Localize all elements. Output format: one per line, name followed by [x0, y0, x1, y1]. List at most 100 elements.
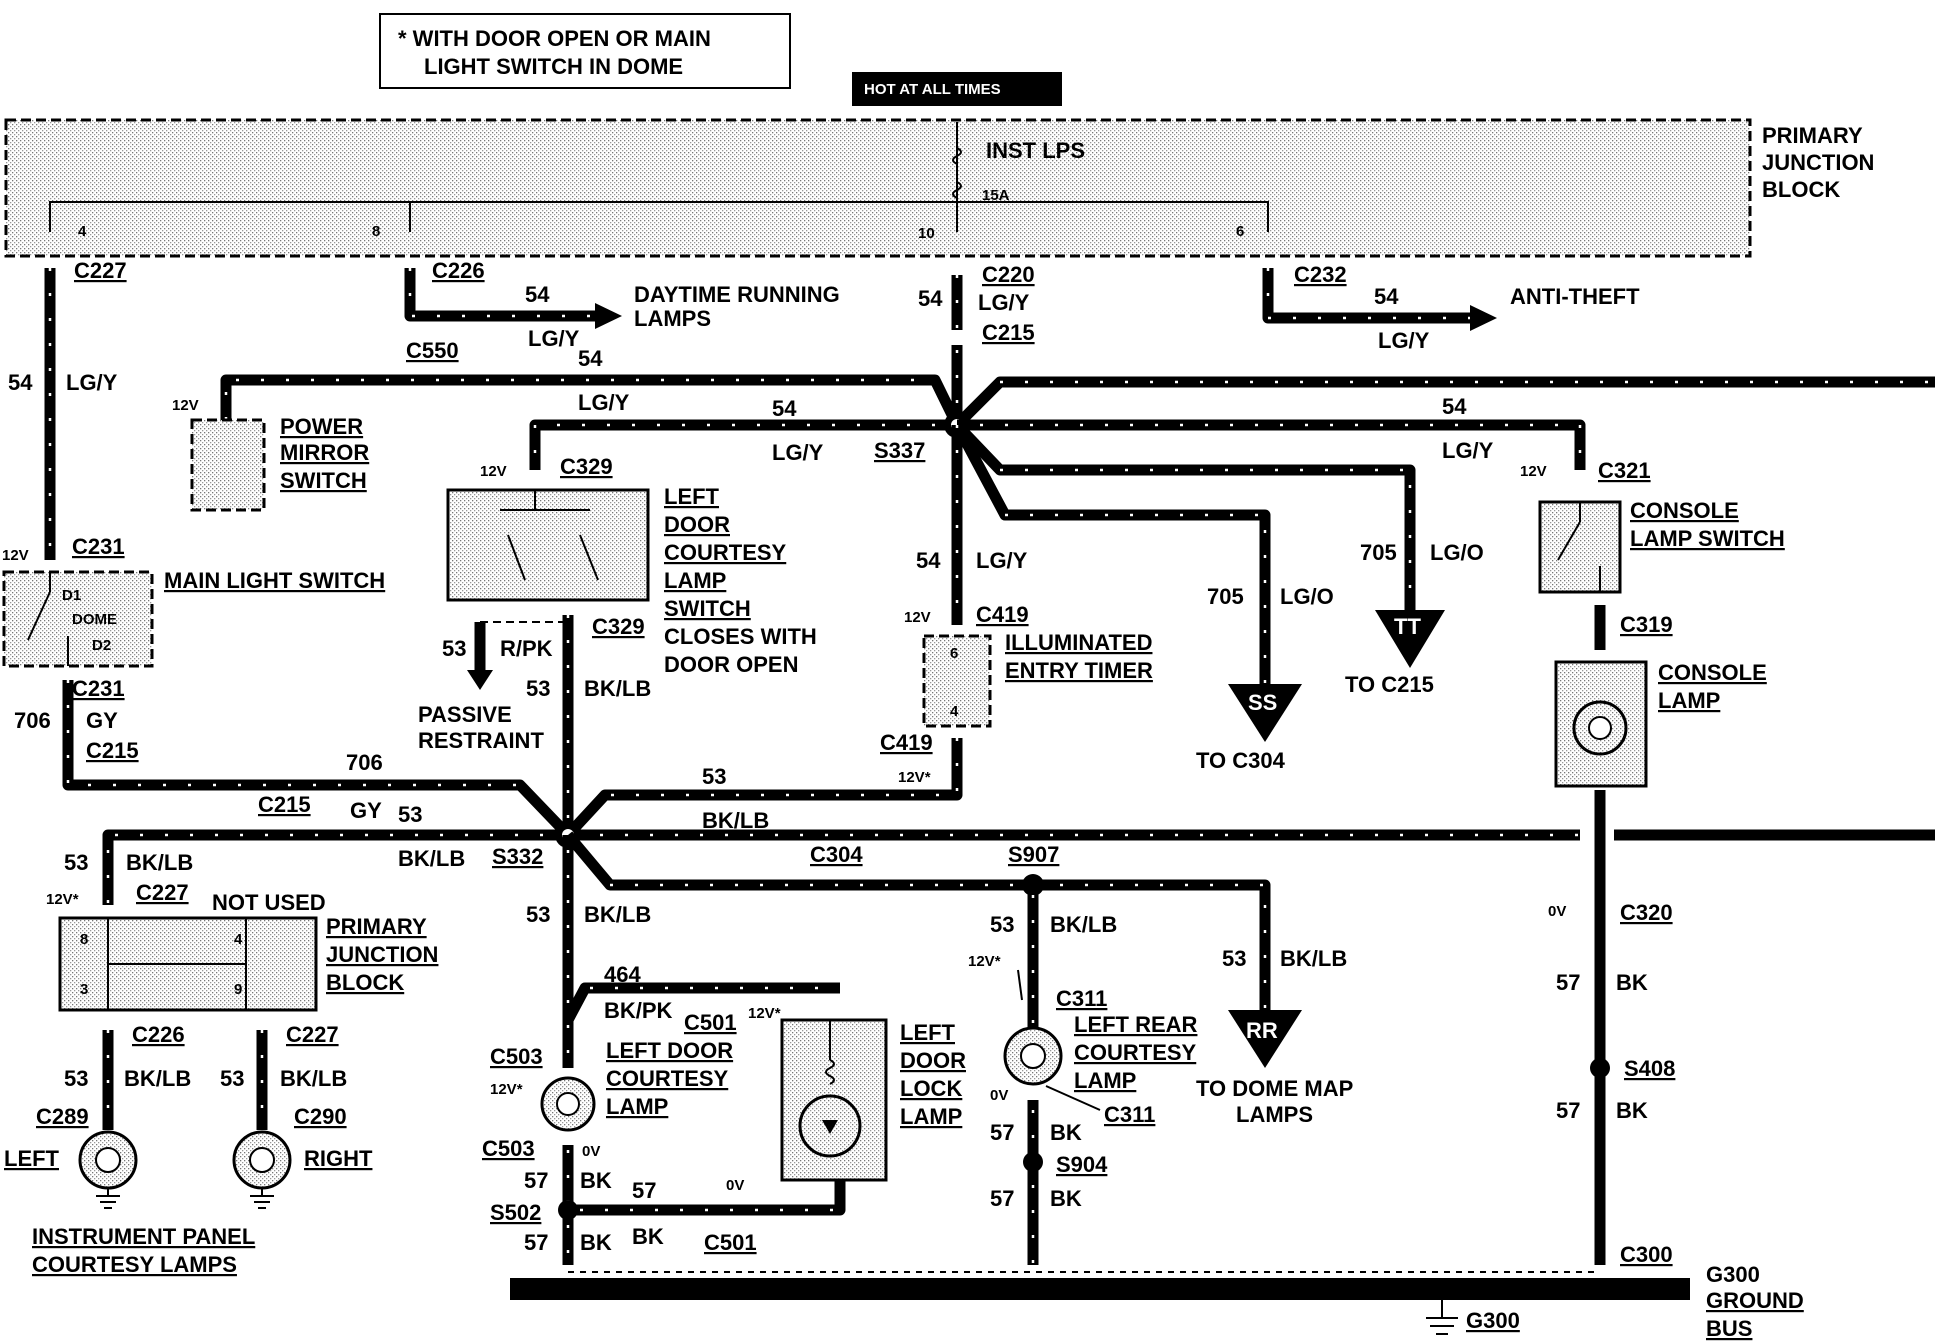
wire-57-console: 0V C320 57 BK S408 57 BK C300 [1548, 790, 1675, 1267]
svg-text:12V: 12V [2, 547, 29, 564]
svg-text:53: 53 [220, 1066, 244, 1091]
svg-text:C227: C227 [286, 1022, 339, 1047]
svg-text:57: 57 [524, 1168, 548, 1193]
svg-text:12V: 12V [1520, 463, 1547, 480]
svg-text:4: 4 [234, 931, 243, 948]
svg-text:C304: C304 [810, 842, 863, 867]
not-used-label: NOT USED [212, 890, 326, 915]
instrument-panel-courtesy-lamps: C226 C227 53 BK/LB 53 BK/LB C289 C290 LE… [4, 1022, 373, 1277]
svg-text:0V: 0V [1548, 903, 1566, 920]
note-box: * WITH DOOR OPEN OR MAIN LIGHT SWITCH IN… [379, 13, 791, 89]
svg-text:BK: BK [1616, 970, 1648, 995]
wire-54-feed: 54 C220 LG/Y C215 [918, 262, 1035, 425]
svg-text:54: 54 [578, 346, 603, 371]
wire-daytime-running-lamps: C226 54 LG/Y DAYTIME RUNNING LAMPS [404, 258, 840, 351]
svg-text:BK/LB: BK/LB [398, 846, 465, 871]
svg-text:C227: C227 [136, 880, 189, 905]
wire-54-console: 54 LG/Y 12V C321 [957, 394, 1651, 483]
svg-text:LG/Y: LG/Y [978, 290, 1030, 315]
anti-theft-label: ANTI-THEFT [1510, 284, 1640, 309]
wire-53-switch-down: C329 53 BK/LB [526, 614, 651, 835]
svg-text:PASSIVE: PASSIVE [418, 702, 512, 727]
svg-text:C231: C231 [72, 676, 125, 701]
svg-text:706: 706 [14, 708, 51, 733]
svg-text:LG/O: LG/O [1430, 540, 1484, 565]
svg-text:57: 57 [990, 1186, 1014, 1211]
svg-text:12V: 12V [904, 609, 931, 626]
svg-text:8: 8 [80, 931, 88, 948]
rr-marker: RR [1246, 1018, 1278, 1043]
svg-text:LEFT REAR: LEFT REAR [1074, 1012, 1198, 1037]
svg-text:C300: C300 [1620, 1242, 1673, 1267]
ss-marker: SS [1248, 690, 1277, 715]
svg-text:DOME: DOME [72, 611, 117, 628]
svg-text:705: 705 [1360, 540, 1397, 565]
console-lamp-switch: CONSOLE LAMP SWITCH [1538, 498, 1785, 594]
svg-text:12V: 12V [172, 397, 199, 414]
svg-text:53: 53 [526, 676, 550, 701]
svg-text:12V*: 12V* [748, 1005, 781, 1022]
svg-text:53: 53 [64, 1066, 88, 1091]
svg-text:GY: GY [350, 798, 382, 823]
svg-text:464: 464 [604, 962, 641, 987]
wire-706: C231 706 GY C215 706 [14, 676, 572, 839]
pjb-label-3: BLOCK [1762, 177, 1840, 202]
ground-bus: G300 G300 GROUND BUS [510, 1262, 1804, 1341]
svg-text:LEFT: LEFT [4, 1146, 60, 1171]
svg-text:BK/LB: BK/LB [1280, 946, 1347, 971]
svg-text:57: 57 [1556, 970, 1580, 995]
svg-text:LAMP: LAMP [606, 1094, 668, 1119]
svg-text:RESTRAINT: RESTRAINT [418, 728, 544, 753]
svg-text:10: 10 [918, 225, 935, 242]
svg-text:LEFT: LEFT [664, 484, 720, 509]
svg-text:53: 53 [526, 902, 550, 927]
pjb-label-2: JUNCTION [1762, 150, 1874, 175]
svg-text:C215: C215 [258, 792, 311, 817]
svg-text:S408: S408 [1624, 1056, 1675, 1081]
left-door-courtesy-lamp: C503 12V* LEFT DOOR COURTESY LAMP C503 0… [482, 1038, 733, 1161]
hot-at-all-times-label: HOT AT ALL TIMES [852, 72, 1062, 106]
svg-text:BK: BK [1616, 1098, 1648, 1123]
svg-text:LG/Y: LG/Y [1378, 328, 1430, 353]
svg-text:ENTRY TIMER: ENTRY TIMER [1005, 658, 1153, 683]
illuminated-entry-timer: 6 4 ILLUMINATED ENTRY TIMER [922, 630, 1153, 728]
svg-text:DOOR: DOOR [664, 512, 730, 537]
svg-text:LAMP: LAMP [1658, 688, 1720, 713]
svg-text:TO C304: TO C304 [1196, 748, 1286, 773]
main-light-switch: D1 DOME D2 MAIN LIGHT SWITCH [2, 568, 385, 668]
svg-text:G300: G300 [1466, 1308, 1520, 1333]
svg-text:705: 705 [1207, 584, 1244, 609]
svg-text:C226: C226 [132, 1022, 185, 1047]
svg-text:C419: C419 [880, 730, 933, 755]
svg-text:LG/Y: LG/Y [578, 390, 630, 415]
svg-text:CONSOLE: CONSOLE [1658, 660, 1767, 685]
svg-text:C501: C501 [684, 1010, 737, 1035]
wire-54-left-door-switch: 54 LG/Y 12V C329 [480, 396, 957, 480]
wire-53-passive: 53 R/PK PASSIVE RESTRAINT [418, 621, 568, 753]
svg-text:GY: GY [86, 708, 118, 733]
svg-text:LG/Y: LG/Y [772, 440, 824, 465]
svg-text:54: 54 [772, 396, 797, 421]
svg-text:LG/Y: LG/Y [528, 326, 580, 351]
console-lamp: C319 CONSOLE LAMP [1554, 605, 1767, 788]
svg-text:53: 53 [398, 802, 422, 827]
drl-label-1: DAYTIME RUNNING [634, 282, 840, 307]
svg-text:LEFT DOOR: LEFT DOOR [606, 1038, 733, 1063]
svg-text:BK/LB: BK/LB [280, 1066, 347, 1091]
svg-text:C231: C231 [72, 534, 125, 559]
wire-53-c304: C304 RR 53 BK/LB TO DOME MAP LAMPS [563, 831, 1353, 1127]
svg-text:BLOCK: BLOCK [326, 970, 404, 995]
svg-text:R/PK: R/PK [500, 636, 553, 661]
fuse-name: INST LPS [986, 138, 1085, 163]
svg-text:COURTESY LAMPS: COURTESY LAMPS [32, 1252, 237, 1277]
left-door-courtesy-lamp-switch: LEFT DOOR COURTESY LAMP SWITCH CLOSES WI… [446, 484, 817, 677]
svg-text:C215: C215 [982, 320, 1035, 345]
svg-text:57: 57 [524, 1230, 548, 1255]
svg-text:SWITCH: SWITCH [664, 596, 751, 621]
svg-text:0V: 0V [990, 1087, 1008, 1104]
wire-anti-theft: C232 54 LG/Y ANTI-THEFT [1262, 262, 1640, 353]
left-door-lock-lamp: LEFT DOOR LOCK LAMP [780, 1018, 966, 1182]
fuse-rating: 15A [982, 187, 1010, 204]
svg-text:SWITCH: SWITCH [280, 468, 367, 493]
